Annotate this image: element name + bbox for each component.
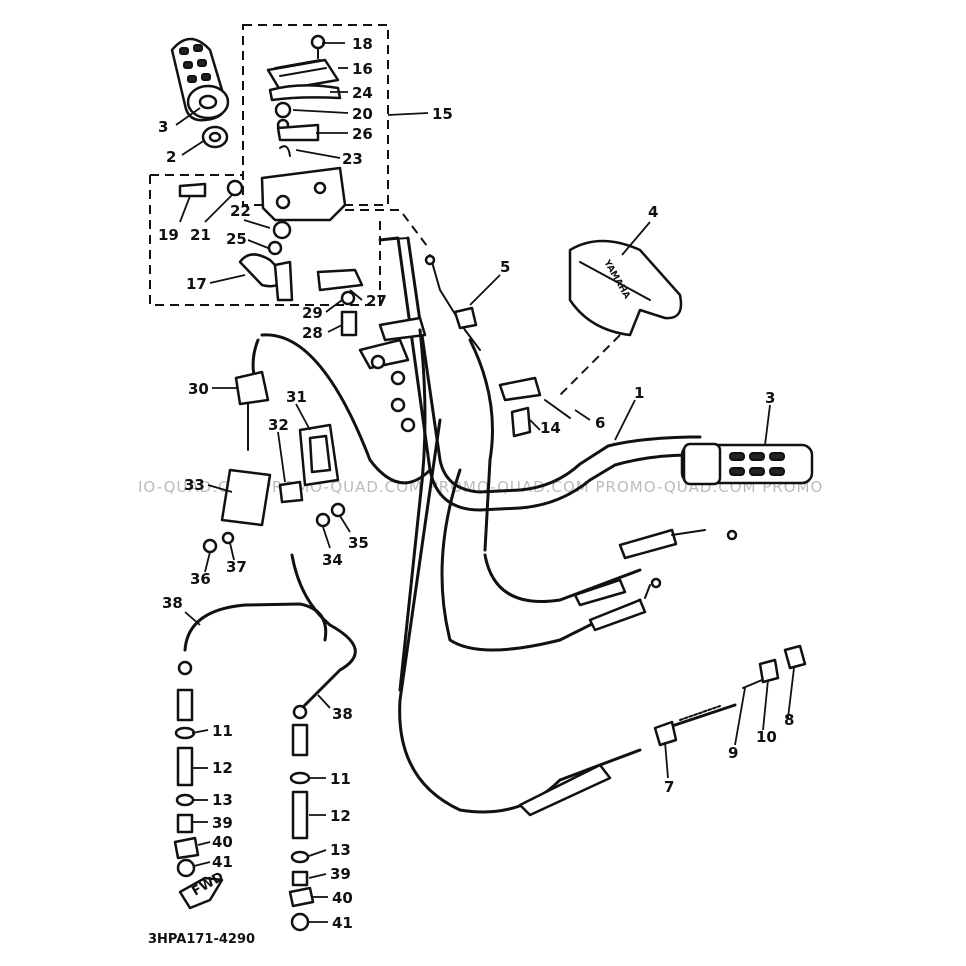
callout-34: 34 xyxy=(322,551,343,569)
callout-41-left: 41 xyxy=(212,853,233,871)
callout-19: 19 xyxy=(158,226,179,244)
callout-14: 14 xyxy=(540,419,561,437)
banjo-stack-left: FWD xyxy=(173,688,227,910)
callout-39-left: 39 xyxy=(212,814,233,832)
callout-7: 7 xyxy=(664,778,674,796)
callout-24: 24 xyxy=(352,84,373,102)
throttle-housing xyxy=(178,34,364,337)
callout-25: 25 xyxy=(226,230,247,248)
callout-29: 29 xyxy=(302,304,323,322)
cable-adjuster-parts xyxy=(653,644,807,747)
brake-hoses xyxy=(177,553,357,720)
callout-12-right: 12 xyxy=(330,807,351,825)
callout-3-right: 3 xyxy=(765,389,775,407)
callout-33: 33 xyxy=(184,476,205,494)
banjo-stack-right xyxy=(288,723,315,932)
callout-12-left: 12 xyxy=(212,759,233,777)
control-cables xyxy=(260,254,738,817)
callout-13-right: 13 xyxy=(330,841,351,859)
callout-13-left: 13 xyxy=(212,791,233,809)
callout-32: 32 xyxy=(268,416,289,434)
callout-38-left: 38 xyxy=(162,594,183,612)
callout-20: 20 xyxy=(352,105,373,123)
callout-1: 1 xyxy=(634,384,644,402)
callout-2: 2 xyxy=(166,148,176,166)
callout-35: 35 xyxy=(348,534,369,552)
callout-27: 27 xyxy=(366,292,387,310)
callout-11-right: 11 xyxy=(330,770,351,788)
handlebar-pad: YAMAHA xyxy=(568,239,683,337)
callout-31: 31 xyxy=(286,388,307,406)
callout-11-left: 11 xyxy=(212,722,233,740)
callout-23: 23 xyxy=(342,150,363,168)
callout-9: 9 xyxy=(728,744,738,762)
callout-4: 4 xyxy=(648,203,658,221)
handlebar xyxy=(378,236,702,512)
callout-10: 10 xyxy=(756,728,777,746)
callout-6: 6 xyxy=(595,414,605,432)
callout-22: 22 xyxy=(230,202,251,220)
callout-8: 8 xyxy=(784,711,794,729)
callout-40-left: 40 xyxy=(212,833,233,851)
callout-21: 21 xyxy=(190,226,211,244)
callout-37: 37 xyxy=(226,558,247,576)
left-switches xyxy=(202,338,346,554)
callout-18: 18 xyxy=(352,35,373,53)
callout-5: 5 xyxy=(500,258,510,276)
leader-lines xyxy=(175,42,795,923)
callout-17: 17 xyxy=(186,275,207,293)
grip-collar xyxy=(201,125,229,149)
callout-38-right: 38 xyxy=(332,705,353,723)
callout-15: 15 xyxy=(432,105,453,123)
callout-36: 36 xyxy=(190,570,211,588)
callout-41-right: 41 xyxy=(332,914,353,932)
callout-labels: 18 16 24 20 26 23 15 3 2 19 21 22 25 17 … xyxy=(158,35,794,932)
right-grip xyxy=(680,442,814,486)
callout-16: 16 xyxy=(352,60,373,78)
callout-40-right: 40 xyxy=(332,889,353,907)
callout-28: 28 xyxy=(302,324,323,342)
brake-lever-parts xyxy=(358,316,571,438)
callout-39-right: 39 xyxy=(330,865,351,883)
callout-26: 26 xyxy=(352,125,373,143)
diagram-code: 3HPA171-4290 xyxy=(148,932,255,947)
callout-3-left: 3 xyxy=(158,118,168,136)
callout-30: 30 xyxy=(188,380,209,398)
